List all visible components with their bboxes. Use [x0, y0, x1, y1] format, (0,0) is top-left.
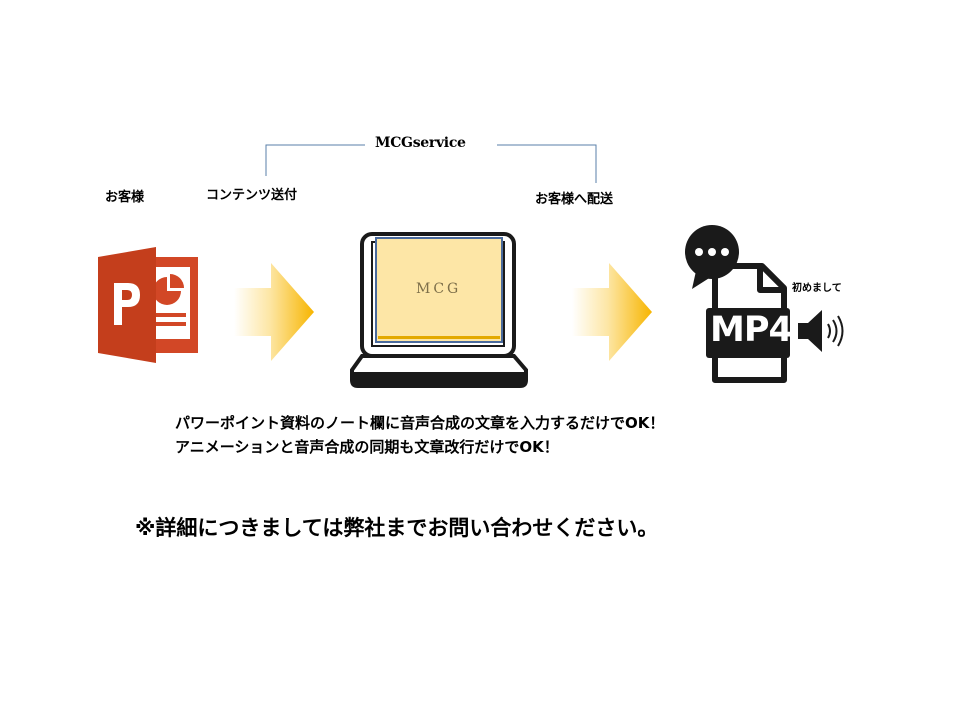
customer-label: お客様 [105, 190, 145, 205]
contact-notice: ※詳細につきましては弊社までお問い合わせください。 [135, 516, 659, 540]
powerpoint-icon [98, 247, 198, 363]
mp4-label: MP4 [710, 310, 793, 350]
greeting-label: 初めまして [792, 283, 842, 294]
service-label: MCGservice [375, 135, 466, 151]
description-line-1: パワーポイント資料のノート欄に音声合成の文章を入力するだけでOK！ [175, 414, 665, 432]
laptop-screen-text: MCG [416, 281, 462, 297]
arrow-right-icon [572, 263, 652, 361]
arrow-right-icon [234, 263, 314, 361]
speaker-icon [798, 310, 844, 352]
description-line-2: アニメーションと音声合成の同期も文章改行だけでOK！ [175, 438, 559, 456]
bracket-left-line [265, 144, 365, 176]
bracket-right-line [497, 144, 597, 183]
mp4-file-icon [706, 263, 790, 383]
content-send-label: コンテンツ送付 [206, 188, 298, 203]
chat-bubble-icon [685, 225, 739, 289]
deliver-label: お客様へ配送 [535, 192, 614, 207]
laptop-icon [350, 232, 528, 388]
